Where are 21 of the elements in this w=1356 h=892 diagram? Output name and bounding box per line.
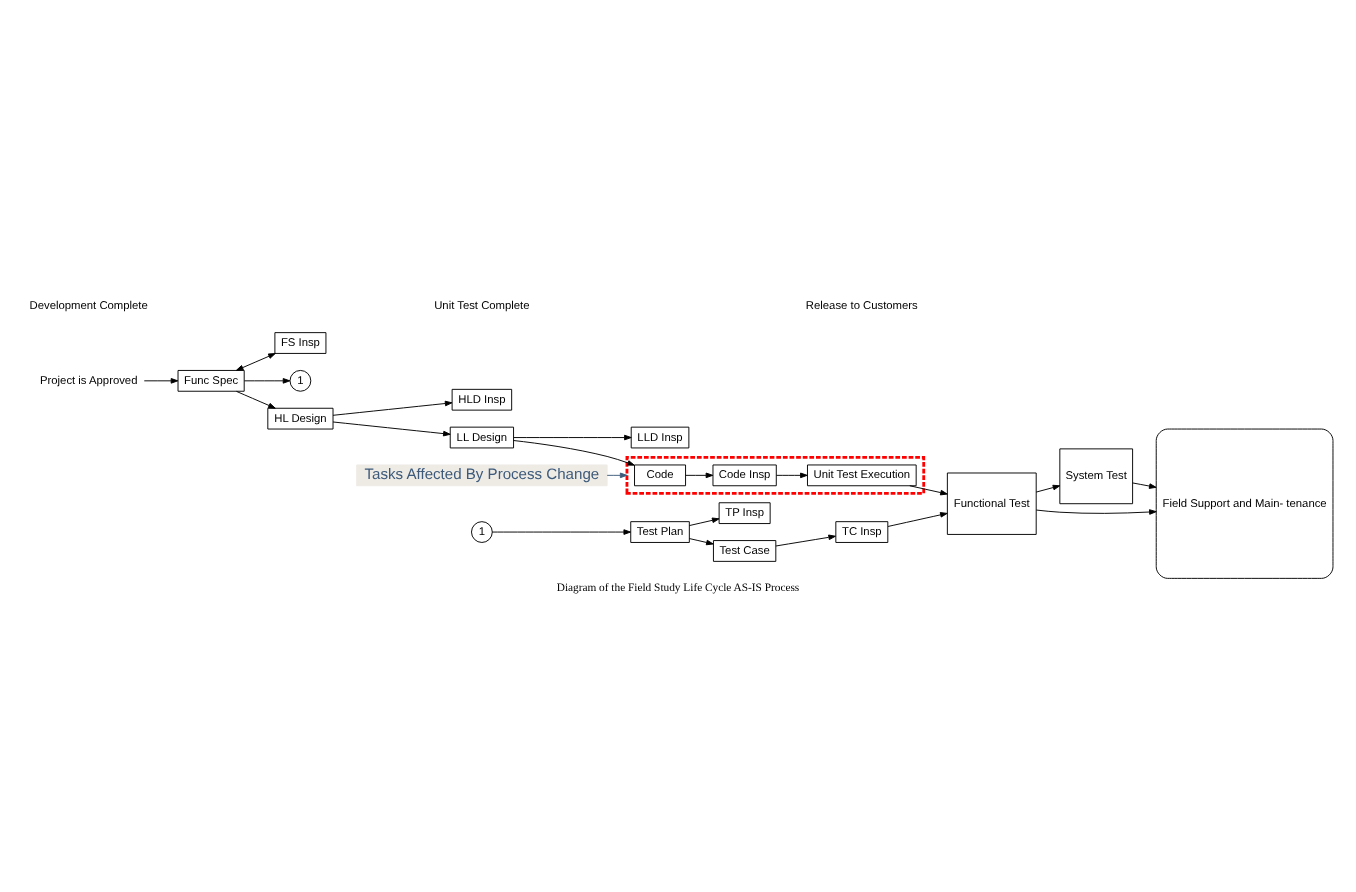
arrow	[776, 471, 808, 478]
node-box: Tasks Affected By Process Change	[356, 463, 608, 486]
arrow	[513, 433, 632, 440]
arrow	[235, 389, 276, 408]
arrow	[688, 537, 714, 545]
arrow	[909, 484, 948, 495]
arrow	[688, 516, 720, 526]
arrow	[332, 420, 451, 436]
arrow	[606, 471, 628, 478]
arrow	[685, 471, 714, 478]
arrow	[332, 399, 453, 415]
arrow	[513, 439, 635, 465]
arrow	[775, 533, 836, 546]
arrow	[243, 377, 291, 383]
arrow	[235, 352, 276, 370]
arrow	[1035, 483, 1061, 492]
arrow	[887, 511, 948, 526]
arrow	[143, 377, 179, 383]
arrow	[1035, 508, 1157, 514]
arrow	[491, 528, 631, 534]
arrow	[1132, 481, 1157, 488]
